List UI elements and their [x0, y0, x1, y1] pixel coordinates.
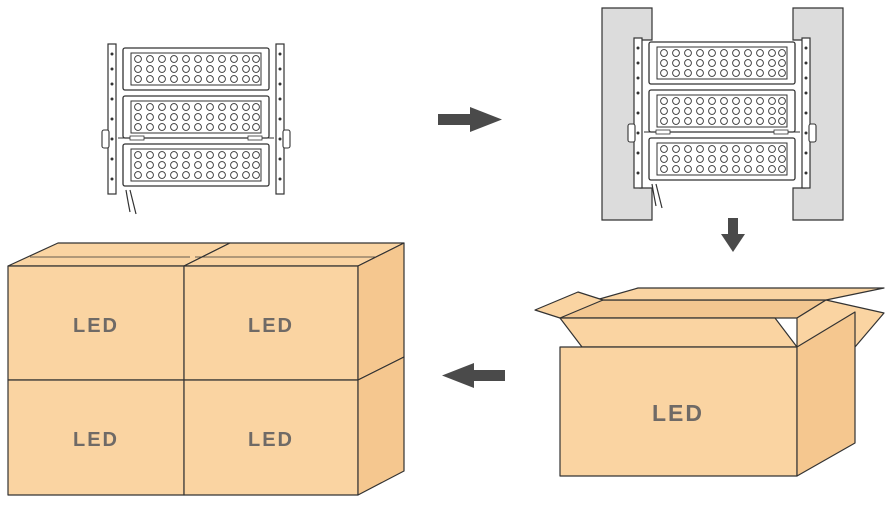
stack-label-top-left: LED	[73, 315, 119, 337]
stack-label-bottom-right: LED	[248, 429, 294, 451]
arrow-left-icon	[442, 363, 505, 388]
carton-label: LED	[652, 400, 704, 426]
open-carton-icon	[534, 287, 885, 477]
foam-packed-light-icon	[601, 7, 844, 221]
stacked-cartons-icon	[7, 242, 405, 496]
stack-label-bottom-left: LED	[73, 429, 119, 451]
stack-label-top-right: LED	[248, 315, 294, 337]
led-floodlight-icon	[102, 44, 290, 214]
arrow-down-icon	[721, 218, 745, 252]
arrow-right-icon	[438, 107, 502, 132]
